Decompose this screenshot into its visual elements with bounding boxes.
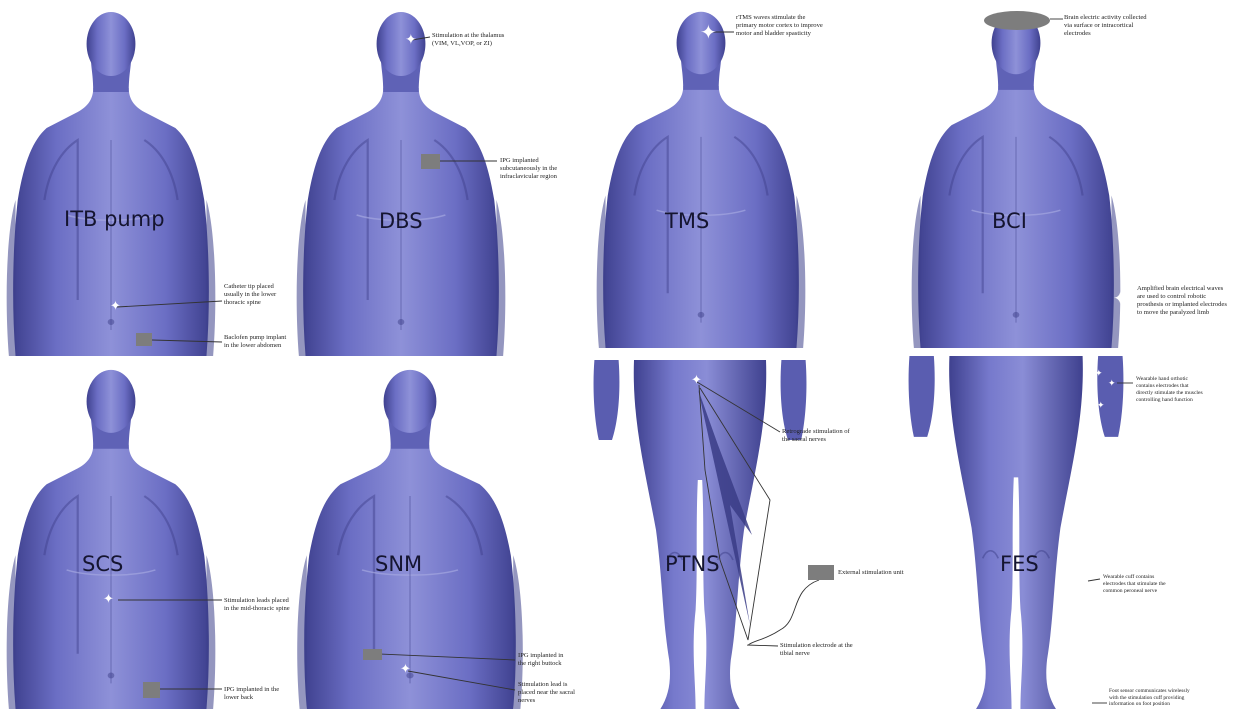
navel — [398, 319, 405, 325]
navel — [698, 312, 705, 318]
head-shape — [377, 12, 426, 76]
tms-cortex-marker-icon: ✦ — [700, 22, 717, 42]
fes-label: FES — [1000, 552, 1039, 576]
ptns-external-unit — [808, 565, 834, 580]
fes-hand-marker-icon: ✦ — [1095, 370, 1103, 379]
dbs-torso-figure — [290, 0, 512, 356]
torso-illustration — [905, 0, 1127, 348]
scs-lead-marker-icon: ✦ — [103, 593, 114, 606]
snm-label: SNM — [375, 552, 422, 576]
torso-illustration — [290, 0, 512, 356]
head-shape — [87, 12, 136, 76]
torso-illustration — [590, 0, 812, 348]
head-shape — [384, 370, 437, 433]
ptns-tibial-marker-icon: ✦ — [741, 639, 750, 650]
fes-foot-marker-icon: ✦ — [1088, 697, 1096, 706]
bci-headset-device — [984, 11, 1050, 30]
itb-pump-device — [136, 333, 152, 346]
fes-cuff-marker-icon: ✦ — [1081, 576, 1089, 586]
navel — [1013, 312, 1020, 318]
fes-hand-marker-icon: ✦ — [1108, 380, 1116, 389]
dbs-thalamus-marker-icon: ✦ — [405, 33, 417, 47]
scs-ipg-device — [143, 682, 160, 698]
head-shape — [87, 370, 136, 433]
snm-ipg-device — [363, 649, 382, 660]
navel — [108, 673, 115, 679]
snm-torso-figure — [290, 358, 530, 709]
ptns-unit-note: External stimulation unit — [838, 569, 904, 577]
fes-hand-marker-icon: ✦ — [1097, 402, 1105, 411]
dbs-ipg-device — [421, 154, 440, 169]
torso-illustration — [290, 358, 530, 709]
ptns-sacral-marker-icon: ✦ — [691, 374, 702, 387]
ptns-label: PTNS — [665, 552, 720, 576]
torso-illustration — [0, 358, 222, 709]
scs-label: SCS — [82, 552, 123, 576]
dbs-label: DBS — [379, 209, 423, 233]
tms-torso-figure — [590, 0, 812, 348]
fes-legs-figure — [905, 356, 1127, 709]
dbs-stim-note: Stimulation at the thalamus(VIM, VL,VOP,… — [432, 32, 504, 48]
tibial-nerve-path — [690, 385, 780, 645]
bci-torso-figure — [905, 0, 1127, 348]
legs-shape — [949, 356, 1083, 709]
legs-illustration — [905, 356, 1127, 709]
bci-label: BCI — [992, 209, 1027, 233]
snm-lead-marker-icon: ✦ — [400, 663, 411, 676]
navel — [108, 319, 115, 325]
itb-catheter-marker-icon: ✦ — [110, 300, 121, 313]
scs-torso-figure — [0, 358, 222, 709]
tms-label: TMS — [665, 209, 709, 233]
itb-pump-label: ITB pump — [64, 207, 165, 231]
bci-arm-electrode-marker-icon: ✦ — [1113, 291, 1127, 308]
